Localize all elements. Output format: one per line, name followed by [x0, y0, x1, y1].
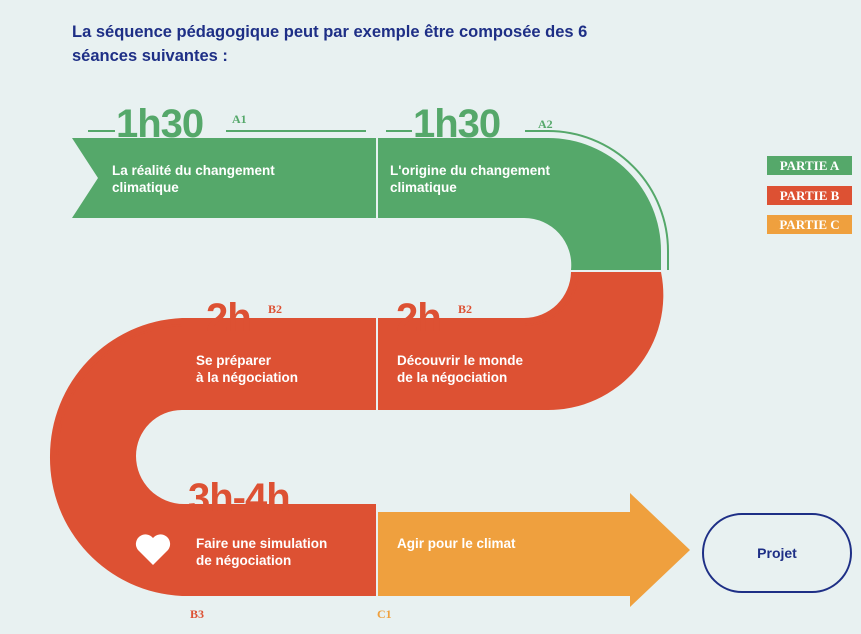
- session-label-c1: Agir pour le climat: [397, 535, 516, 552]
- intro-title: La séquence pédagogique peut par exemple…: [72, 23, 588, 65]
- guide-line-b-left: [55, 324, 366, 457]
- tag-b-right: B2: [458, 302, 473, 316]
- heart-icon: [135, 534, 171, 565]
- session-label-c1-line1: Agir pour le climat: [397, 536, 516, 551]
- session-label-a2-line2: climatique: [390, 180, 457, 195]
- session-label-a1-line2: climatique: [112, 180, 179, 195]
- session-label-a1-line1: La réalité du changement: [112, 163, 275, 178]
- session-label-b-right: Découvrir le monde de la négociation: [397, 352, 523, 386]
- tag-b-left: B2: [268, 302, 283, 316]
- session-label-b3: Faire une simulation de négociation: [196, 535, 327, 569]
- session-label-a2: L'origine du changement climatique: [390, 162, 550, 196]
- session-label-b3-line2: de négociation: [196, 553, 292, 568]
- session-label-a2-line1: L'origine du changement: [390, 163, 550, 178]
- tag-b3: B3: [190, 607, 205, 621]
- session-label-b-left: Se préparer à la négociation: [196, 352, 298, 386]
- duration-a1: 1h30: [116, 102, 204, 146]
- session-label-a1: La réalité du changement climatique: [112, 162, 275, 196]
- session-label-b-left-line2: à la négociation: [196, 370, 299, 385]
- session-label-b3-line1: Faire une simulation: [196, 536, 328, 551]
- tag-a1: A1: [232, 112, 247, 126]
- legend-partie-c: PARTIE C: [767, 215, 852, 234]
- legend-partie-a: PARTIE A: [767, 156, 852, 175]
- session-band-b-left: [49, 318, 376, 596]
- duration-a2: 1h30: [413, 102, 501, 146]
- tag-a2: A2: [538, 117, 553, 131]
- projet-badge: Projet: [702, 513, 852, 593]
- guide-line-a2: [386, 130, 669, 270]
- tag-c1: C1: [377, 607, 392, 621]
- session-label-b-right-line1: Découvrir le monde: [397, 353, 524, 368]
- guide-line-b-right: [386, 271, 579, 326]
- duration-b3: 3h-4h: [188, 476, 291, 520]
- session-arrow-c1: [378, 493, 690, 607]
- duration-b-right: 2h: [396, 296, 442, 340]
- duration-b-left: 2h: [206, 296, 252, 340]
- legend-partie-b: PARTIE B: [767, 186, 852, 205]
- session-band-a1: [72, 138, 376, 218]
- session-label-b-left-line1: Se préparer: [196, 353, 272, 368]
- session-label-b-right-line2: de la négociation: [397, 370, 508, 385]
- session-band-b-right: [378, 272, 664, 411]
- session-band-a2: [378, 138, 661, 270]
